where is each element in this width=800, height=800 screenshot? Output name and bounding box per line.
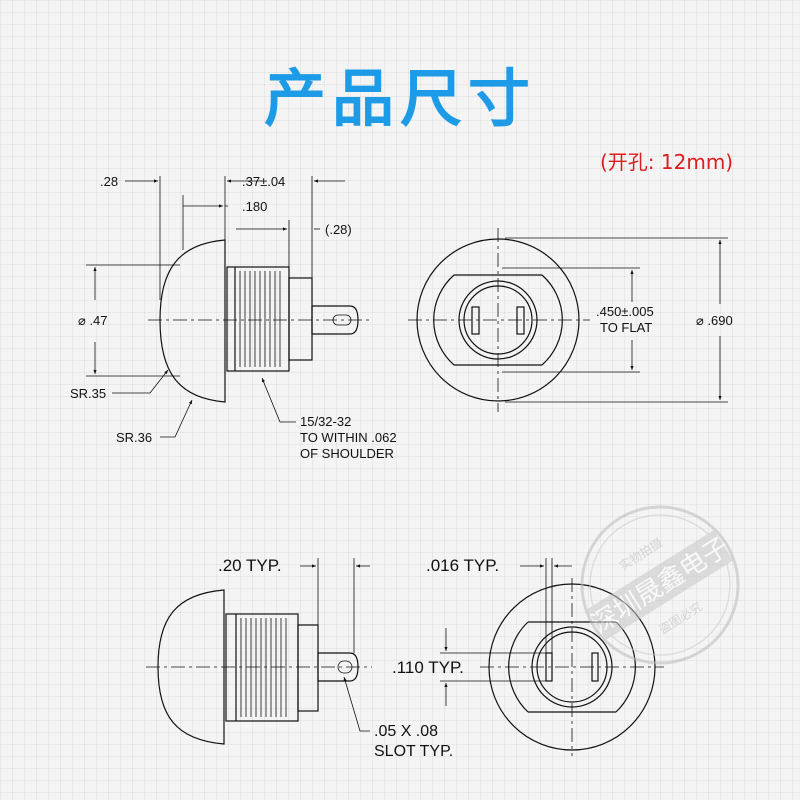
slot-note-line-1: .05 X .08 (374, 723, 438, 740)
top-side-view: .28 .37±.04 .180 (.28) ⌀ .47 SR.35 SR.36… (70, 174, 397, 461)
dim-length-label: .28 (100, 174, 118, 189)
page-title: 产品尺寸 (263, 62, 536, 135)
dim-flange-label: .20 TYP. (218, 556, 282, 575)
dim-flat-label-2: TO FLAT (600, 320, 652, 335)
thread-note-line-2: TO WITHIN .062 (300, 430, 397, 445)
watermark-bottom-text: 盗图必究 (656, 599, 705, 637)
dim-thread-length-label: .37±.04 (242, 174, 285, 189)
dim-terminal-label: (.28) (325, 222, 352, 237)
thread-note-line-3: OF SHOULDER (300, 446, 394, 461)
dim-tab-thickness-label: .016 TYP. (426, 556, 499, 575)
radius-2-label: SR.36 (116, 430, 152, 445)
dim-diameter-label: ⌀ .47 (78, 313, 108, 328)
cutout-note: (开孔: 12mm) (600, 150, 734, 174)
dim-tab-width-label: .110 TYP. (392, 658, 464, 677)
dim-nut-label: .180 (242, 199, 267, 214)
radius-1-label: SR.35 (70, 386, 106, 401)
dim-outer-label: ⌀ .690 (696, 313, 733, 328)
dim-flat-label-1: .450±.005 (596, 304, 654, 319)
thread-note-line-1: 15/32-32 (300, 414, 351, 429)
bottom-side-view: .20 TYP. .05 X .08 SLOT TYP. (146, 556, 453, 760)
top-front-view: .450±.005 TO FLAT ⌀ .690 (408, 228, 733, 412)
bottom-front-view: .016 TYP. .110 TYP. (392, 556, 664, 756)
slot-note-line-2: SLOT TYP. (374, 743, 453, 760)
